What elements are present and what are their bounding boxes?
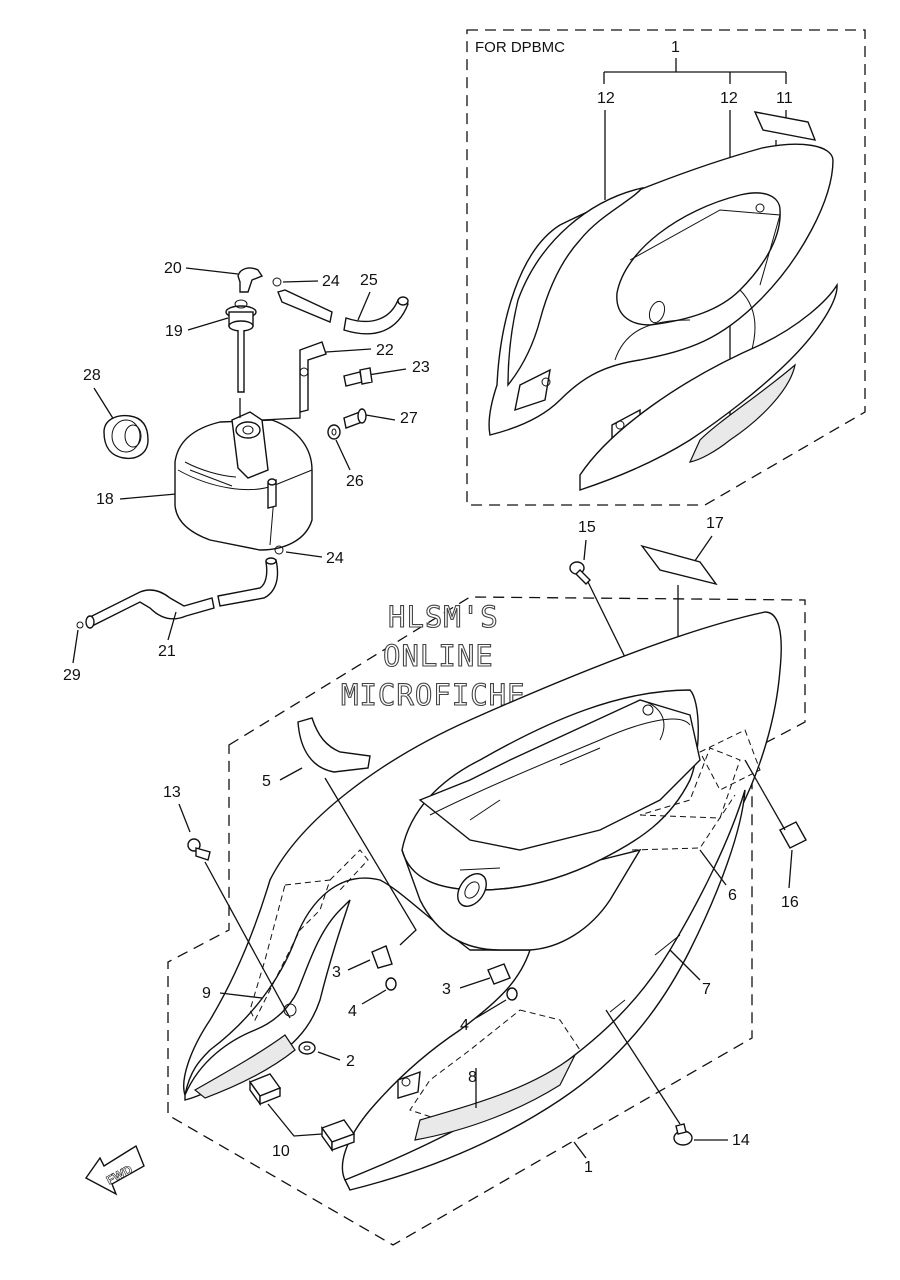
emblem-label-17 bbox=[640, 544, 718, 586]
nut-16 bbox=[779, 821, 807, 849]
watermark-line-2: ONLINE bbox=[383, 639, 494, 673]
callout-27: 27 bbox=[400, 410, 418, 427]
dpbmc-inset-boundary bbox=[466, 29, 866, 506]
damper-block-10b bbox=[320, 1119, 356, 1153]
callout-28: 28 bbox=[83, 367, 101, 384]
inset-panel-shade bbox=[688, 363, 796, 463]
filler-cap-19 bbox=[225, 299, 257, 393]
damper-block-10a bbox=[248, 1073, 282, 1107]
hose-clip-29 bbox=[76, 621, 84, 629]
washer-2 bbox=[298, 1041, 316, 1055]
side-panel-right bbox=[344, 789, 746, 1191]
mount-bracket-22 bbox=[299, 341, 327, 413]
callout-9: 9 bbox=[202, 985, 211, 1002]
callout-1-bracket bbox=[603, 58, 787, 84]
assembly-boundary bbox=[167, 596, 806, 1246]
callout-23: 23 bbox=[412, 359, 430, 376]
hose-clip-24-bottom bbox=[274, 545, 284, 555]
callout-16: 16 bbox=[781, 894, 799, 911]
callout-21: 21 bbox=[158, 643, 176, 660]
callout-1-bottom: 1 bbox=[584, 1159, 593, 1176]
variant-label: FOR DPBMC bbox=[475, 39, 565, 56]
callout-26: 26 bbox=[346, 473, 364, 490]
rivet-13 bbox=[187, 838, 211, 861]
callout-3b: 3 bbox=[442, 981, 451, 998]
callout-24b: 24 bbox=[326, 550, 344, 567]
callout-2: 2 bbox=[346, 1053, 355, 1070]
watermark-line-3: MICROFICHE bbox=[341, 678, 526, 712]
side-panel-9 bbox=[184, 899, 351, 1101]
callout-11: 11 bbox=[776, 90, 793, 107]
callout-4a: 4 bbox=[348, 1003, 357, 1020]
callout-10: 10 bbox=[272, 1143, 290, 1160]
callout-18: 18 bbox=[96, 491, 114, 508]
tail-cowl-assembly-1 bbox=[183, 611, 782, 1181]
emblem-label-11 bbox=[753, 111, 817, 141]
forward-direction-arrow: FWD bbox=[84, 1144, 145, 1196]
screw-14 bbox=[673, 1123, 693, 1146]
callout-1-top: 1 bbox=[671, 39, 680, 56]
callout-5: 5 bbox=[262, 773, 271, 790]
nut-4-right bbox=[506, 987, 518, 1001]
drain-hose-21 bbox=[85, 557, 279, 629]
hose-25-right bbox=[343, 299, 409, 335]
callout-3a: 3 bbox=[332, 964, 341, 981]
callout-6: 6 bbox=[728, 887, 737, 904]
bolt-15 bbox=[569, 561, 591, 585]
callout-17: 17 bbox=[706, 515, 724, 532]
callout-12b: 12 bbox=[720, 90, 738, 107]
callout-15: 15 bbox=[578, 519, 596, 536]
bolt-23 bbox=[343, 367, 373, 387]
hose-25-left bbox=[277, 289, 333, 323]
screw-27 bbox=[343, 408, 367, 429]
callout-12a: 12 bbox=[597, 90, 615, 107]
reservoir-tank-18 bbox=[174, 398, 313, 551]
callout-24a: 24 bbox=[322, 273, 340, 290]
callout-4b: 4 bbox=[460, 1017, 469, 1034]
callout-7: 7 bbox=[702, 981, 711, 998]
washer-26 bbox=[327, 424, 341, 440]
watermark-line-1: HLSM'S bbox=[388, 600, 499, 634]
callout-25: 25 bbox=[360, 272, 378, 289]
callout-8: 8 bbox=[468, 1069, 477, 1086]
elbow-fitting-20 bbox=[237, 267, 264, 293]
clip-3-left bbox=[371, 945, 393, 969]
inset-side-panel-left bbox=[507, 186, 644, 387]
hose-clip-24-top bbox=[272, 277, 282, 287]
foam-strip-5 bbox=[297, 717, 371, 773]
callout-29: 29 bbox=[63, 667, 81, 684]
callout-19: 19 bbox=[165, 323, 183, 340]
callout-22: 22 bbox=[376, 342, 394, 359]
callout-20: 20 bbox=[164, 260, 182, 277]
grommet-28 bbox=[103, 414, 149, 460]
callout-13: 13 bbox=[163, 784, 181, 801]
inset-side-panel-right bbox=[579, 282, 838, 491]
callout-14: 14 bbox=[732, 1132, 750, 1149]
clip-3-right bbox=[487, 963, 511, 985]
nut-4-left bbox=[385, 977, 397, 991]
